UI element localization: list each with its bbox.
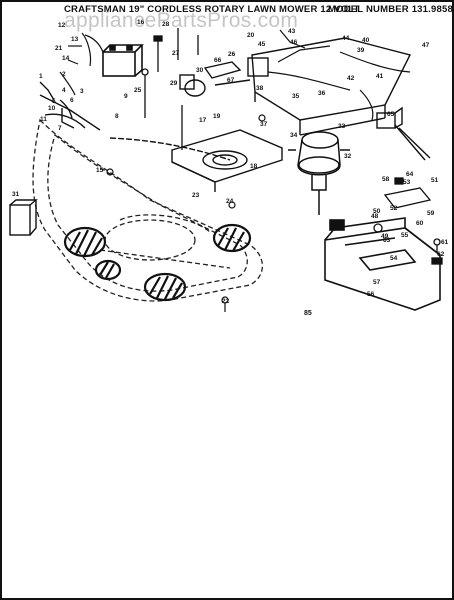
part-number-13: 13 [71,36,79,43]
part-number-29: 29 [170,80,178,87]
watermark: appliancePartsPros.com [64,9,299,32]
motor-mount-plate [171,129,283,192]
part-number-2: 2 [62,71,66,78]
part-number-8: 8 [115,113,119,120]
part-number-54: 54 [390,255,398,262]
part-number-21: 21 [55,45,63,52]
part-number-53: 53 [403,179,411,186]
part-number-15: 15 [96,167,104,174]
part-number-30: 30 [196,67,204,74]
part-number-6: 6 [70,97,74,104]
part-number-31: 31 [12,191,20,198]
part-number-35: 35 [292,93,300,100]
part-number-52: 52 [390,205,398,212]
part-number-40: 40 [362,37,370,44]
part-number-64: 64 [406,171,414,178]
part-number-16: 16 [137,19,145,26]
part-number-45: 45 [258,41,266,48]
part-number-28: 28 [162,21,170,28]
battery-cables [59,32,104,96]
diagram-title: CRAFTSMAN 19" CORDLESS ROTARY LAWN MOWER… [64,4,360,15]
part-number-44: 44 [342,35,350,42]
part-number-48: 48 [371,213,379,220]
wheel-front-right [94,259,122,281]
part-number-24: 24 [226,198,234,205]
part-number-27: 27 [172,50,180,57]
part-number-38: 38 [256,85,264,92]
part-number-5: 5 [52,98,56,105]
part-number-18: 18 [250,163,258,170]
mulch-plug [9,199,38,236]
fasteners [141,28,199,150]
part-number-47: 47 [422,42,430,49]
part-number-56: 56 [367,291,375,298]
wheels [63,223,252,302]
part-number-57: 57 [373,279,381,286]
part-number-37: 37 [260,121,268,128]
part-number-66: 66 [214,57,222,64]
part-number-17: 17 [199,117,207,124]
part-number-62: 62 [437,251,445,258]
part-number-43: 43 [288,28,296,35]
handle-assembly [39,81,231,161]
mower-deck [32,118,264,302]
part-number-46: 46 [290,39,298,46]
switch-assembly [179,57,269,97]
battery [102,44,144,77]
washers [106,114,266,312]
part-number-67: 67 [227,77,235,84]
connector-plug [376,106,431,161]
motor-housing [251,37,412,136]
part-number-42: 42 [347,75,355,82]
part-number-41: 41 [376,73,384,80]
part-number-9: 9 [124,93,128,100]
part-number-4: 4 [62,87,66,94]
part-number-50: 50 [373,208,381,215]
part-number-49: 49 [381,233,389,240]
part-number-39: 39 [357,47,365,54]
part-number-14: 14 [62,55,70,62]
part-number-65: 65 [387,111,395,118]
wheel-front-left [143,272,187,302]
part-number-3: 3 [80,88,84,95]
part-number-59: 59 [427,210,435,217]
part-number-63: 63 [383,237,391,244]
part-number-11: 11 [40,116,47,123]
part-number-10: 10 [48,105,56,112]
part-number-7: 7 [58,125,62,132]
part-number-36: 36 [318,90,326,97]
part-number-19: 19 [213,113,221,120]
part-number-12: 12 [58,22,66,29]
part-number-22: 22 [222,298,230,305]
part-number-26: 26 [228,51,236,58]
wiring-harness [267,29,411,121]
part-number-55: 55 [401,232,409,239]
part-number-51: 51 [431,177,439,184]
diagram-code: 85 [304,310,312,317]
part-number-60: 60 [416,220,424,227]
part-number-20: 20 [247,32,255,39]
part-number-1: 1 [39,73,43,80]
part-number-25: 25 [134,87,142,94]
rear-cover [324,217,441,311]
part-number-58: 58 [382,176,390,183]
part-number-34: 34 [290,132,298,139]
small-parts [373,177,443,265]
part-number-33: 33 [338,123,346,130]
part-number-32: 32 [344,153,352,160]
motor [288,131,350,215]
model-number: MODEL NUMBER 131.985800 [328,4,454,15]
part-number-23: 23 [192,192,200,199]
wheel-rear-left [63,226,107,258]
part-number-61: 61 [441,239,449,246]
wheel-rear-right [212,223,252,253]
